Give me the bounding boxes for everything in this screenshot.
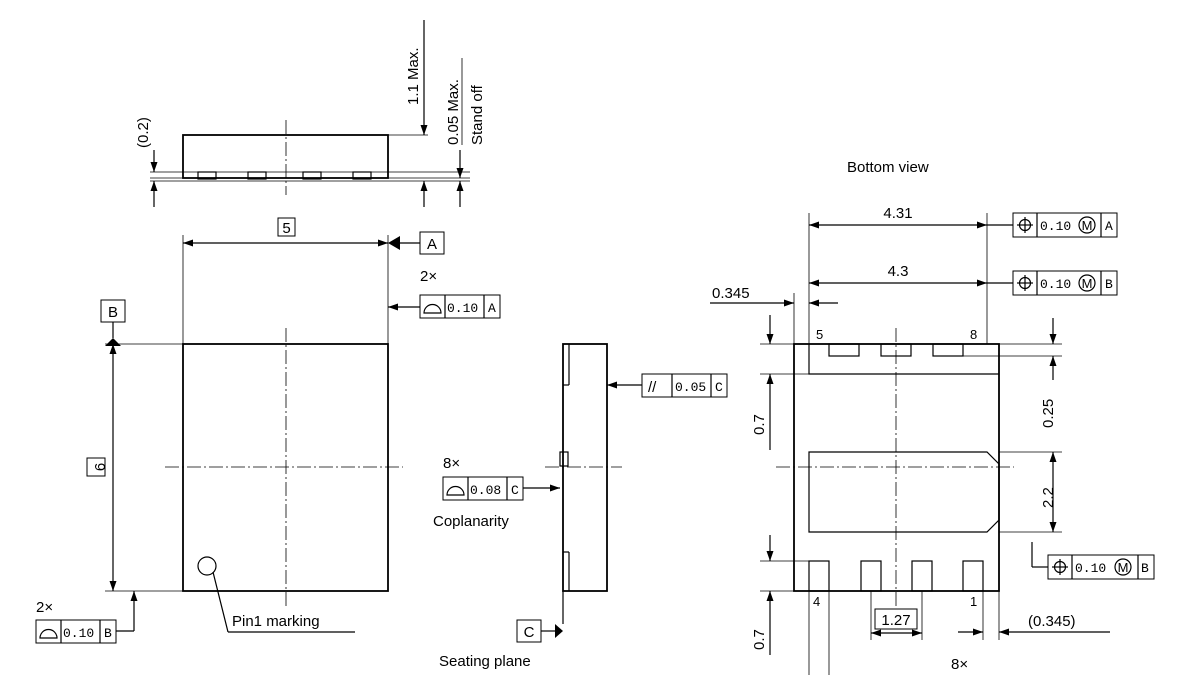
dim-0-25: 0.25: [1040, 399, 1057, 428]
svg-text:B: B: [104, 626, 112, 641]
top-body: [182, 343, 389, 592]
datum-b: B: [108, 304, 118, 321]
dim-pitch: 1.27: [881, 612, 910, 629]
mmc-modifier-icon: [1078, 216, 1096, 234]
bottom-lead: [962, 560, 984, 592]
profile-surface-icon: [39, 628, 58, 639]
bottom-body: [793, 343, 1000, 592]
svg-text:M: M: [1082, 218, 1093, 233]
pin-5-label: 5: [816, 327, 823, 342]
dim-height-max: 1.1 Max.: [405, 47, 422, 105]
svg-text:0.10: 0.10: [1040, 219, 1071, 234]
top-view: Pin1 marking 5 A 2× 0.10 A 6: [35, 217, 501, 644]
svg-text:0.10: 0.10: [447, 301, 478, 316]
fcf-position-b-top: 0.10 M B: [1012, 270, 1118, 296]
datum-c: C: [524, 624, 535, 641]
svg-text:0.10: 0.10: [1075, 561, 1106, 576]
pin-4-label: 4: [813, 594, 820, 609]
label-coplanarity: Coplanarity: [433, 513, 509, 530]
svg-text:0.05: 0.05: [675, 380, 706, 395]
datum-a: A: [427, 236, 437, 253]
side-lead: [352, 171, 372, 180]
dim-0-345: 0.345: [712, 285, 750, 302]
mult-8x-cop: 8×: [443, 455, 460, 472]
side-view: (0.2) 1.1 Max. 0.05 Max. Stand off: [135, 20, 486, 207]
svg-text:M: M: [1118, 560, 1129, 575]
mmc-modifier-icon: [1114, 558, 1132, 576]
fcf-position-b-side: 0.10 M B: [1047, 554, 1155, 580]
dim-2-2: 2.2: [1040, 487, 1057, 508]
label-stand-off: Stand off: [469, 84, 486, 145]
label-bottom-view: Bottom view: [847, 159, 929, 176]
mult-2x-bottom: 2×: [36, 599, 53, 616]
side-lead: [197, 171, 217, 180]
mmc-modifier-icon: [1078, 274, 1096, 292]
dim-side-ref: (0.2): [135, 117, 152, 148]
label-pin1: Pin1 marking: [232, 613, 320, 630]
fcf-profile-a: 0.10 A: [419, 294, 501, 319]
pin1-marking-dot: [197, 556, 217, 576]
dim-0-7-top: 0.7: [751, 414, 768, 435]
bottom-view: Bottom view 5 8 4 1 4.31 0.10: [710, 159, 1155, 675]
pin-8-label: 8: [970, 327, 977, 342]
side-lead: [302, 171, 322, 180]
svg-text:M: M: [1082, 276, 1093, 291]
svg-text:C: C: [715, 380, 723, 395]
side-view-vertical: // 0.05 C 8× 0.08 C Coplanarity C Seatin…: [433, 343, 728, 670]
fcf-position-a: 0.10 M A: [1012, 212, 1118, 238]
bottom-exposed-pad: [808, 451, 1000, 533]
svg-text:C: C: [511, 483, 519, 498]
fcf-coplanarity-c: 0.08 C: [442, 476, 524, 501]
profile-surface-icon: [446, 485, 465, 496]
svg-text:B: B: [1105, 277, 1113, 292]
svg-text:B: B: [1141, 561, 1149, 576]
svg-text:A: A: [1105, 219, 1113, 234]
mult-2x-top: 2×: [420, 268, 437, 285]
dim-standoff-max: 0.05 Max.: [445, 79, 462, 145]
bottom-lead: [911, 560, 933, 592]
dim-4-3: 4.3: [888, 263, 909, 280]
dim-0-345-ref: (0.345): [1028, 613, 1076, 630]
dim-4-31: 4.31: [883, 205, 912, 222]
dim-0-7-bottom: 0.7: [751, 629, 768, 650]
svg-text:0.08: 0.08: [470, 483, 501, 498]
svg-text:0.10: 0.10: [1040, 277, 1071, 292]
mult-8x-bottom: 8×: [951, 656, 968, 673]
svg-text:0.10: 0.10: [63, 626, 94, 641]
dim-width-top: 5: [282, 220, 290, 237]
profile-surface-icon: [423, 303, 442, 314]
dim-height-top: 6: [92, 463, 109, 471]
parallelism-icon: //: [648, 379, 657, 396]
side-lead: [247, 171, 267, 180]
fcf-parallel-c: // 0.05 C: [641, 373, 728, 398]
bottom-top-pad: [808, 344, 999, 375]
side-body-vertical: [562, 343, 608, 592]
fcf-profile-b: 0.10 B: [35, 619, 117, 644]
bottom-lead: [860, 560, 882, 592]
label-seating-plane: Seating plane: [439, 653, 531, 670]
svg-text:A: A: [488, 301, 496, 316]
pin-1-label: 1: [970, 594, 977, 609]
bottom-lead: [808, 560, 830, 592]
